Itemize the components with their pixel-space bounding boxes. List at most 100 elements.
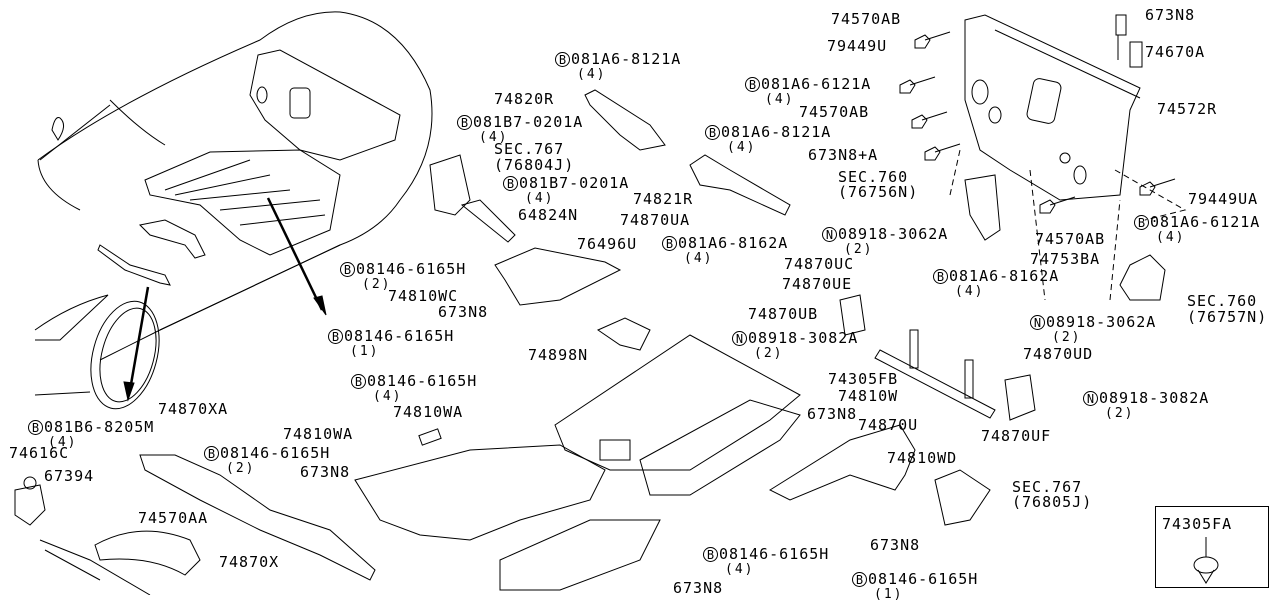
part-label[interactable]: 74570AB [1035,230,1106,248]
bracket-64824N [460,199,516,243]
part-number: 08918-3062A [838,225,949,243]
mount-67394 [14,484,46,526]
part-label[interactable]: 74821R [633,190,694,208]
part-label[interactable]: 74305FA [1162,515,1233,533]
b-prefix-icon: B [933,269,948,284]
part-label[interactable]: 74810W [838,387,899,405]
quantity: (2) [1105,406,1135,421]
quantity: (2) [362,277,392,292]
part-label[interactable]: 79449U [827,37,888,55]
quantity: (2) [754,346,784,361]
part-label[interactable]: 74870UF [981,427,1052,445]
b-prefix-icon: B [351,374,366,389]
b-prefix-icon: B [28,420,43,435]
part-label[interactable]: 74810WA [393,403,464,421]
part-label[interactable]: 74572R [1157,100,1218,118]
part-label[interactable]: 673N8 [300,463,351,481]
part-label[interactable]: 74570AB [831,10,902,28]
quantity: (2) [226,461,256,476]
part-label-section[interactable]: SEC.767 [494,140,565,158]
part-label[interactable]: 74870U [858,416,919,434]
part-label[interactable]: 74870X [219,553,280,571]
part-label[interactable]: 74898N [528,346,589,364]
part-label[interactable]: 673N8+A [808,146,879,164]
part-label[interactable]: 74870UA [620,211,691,229]
quantity: (4) [765,92,795,107]
part-label[interactable]: 79449UA [1188,190,1259,208]
part-label[interactable]: 74870UB [748,305,819,323]
arrow-line [266,197,324,311]
part-label[interactable]: 74810WC [388,287,459,305]
part-label[interactable]: 67394 [44,467,95,485]
bracket-76756N [964,174,1001,241]
part-label[interactable]: 74870UE [782,275,853,293]
part-label[interactable]: 74810WA [283,425,354,443]
part-label[interactable]: 673N8 [807,405,858,423]
cover-74810W [554,334,801,471]
part-label[interactable]: 76496U [577,235,638,253]
part-label[interactable]: 673N8 [870,536,921,554]
part-label[interactable]: 74810WD [887,449,958,467]
part-label-section[interactable]: SEC.760 [838,168,909,186]
cover-74810WC [494,247,622,306]
inset-box-74305FA: 74305FA [1155,506,1269,588]
part-number: 081B7-0201A [473,113,584,131]
quantity: (2) [1052,330,1082,345]
part-label[interactable]: 74753BA [1030,250,1101,268]
part-label-section[interactable]: SEC.767 [1012,478,1083,496]
clip-icon [1193,537,1219,584]
part-label[interactable]: 74870UC [784,255,855,273]
part-label[interactable]: 673N8 [1145,6,1196,24]
b-prefix-icon: B [204,446,219,461]
quantity: (2) [844,242,874,257]
part-label-section-sub: (76804J) [494,156,575,174]
part-label[interactable]: 74670A [1145,43,1206,61]
cover-74810WD [768,424,916,501]
part-number: 081A6-8162A [678,234,789,252]
part-label[interactable]: 74616C [9,444,70,462]
part-label[interactable]: 673N8 [438,303,489,321]
part-label[interactable]: 74305FB [828,370,899,388]
quantity: (4) [725,562,755,577]
part-number: 08146-6165H [367,372,478,390]
part-label-section[interactable]: SEC.760 [1187,292,1258,310]
part-number: 08146-6165H [719,545,830,563]
crossmember-74870X [94,530,201,576]
bushing-74616C [23,476,37,490]
quantity: (4) [48,435,78,450]
part-number: 081B6-8205M [44,418,155,436]
n-prefix-icon: N [732,331,747,346]
part-label[interactable]: 74570AA [138,509,209,527]
part-label[interactable]: 673N8 [673,579,724,597]
quantity: (4) [577,67,607,82]
part-label[interactable]: 74820R [494,90,555,108]
part-number: 08918-3082A [748,329,859,347]
part-label[interactable]: 74870XA [158,400,229,418]
bracket-76804J [429,154,471,216]
part-label[interactable]: 64824N [518,206,579,224]
part-number: 08146-6165H [344,327,455,345]
part-label-section-sub: (76757N) [1187,308,1268,326]
part-label[interactable]: 74870UD [1023,345,1094,363]
part-label[interactable]: 74570AB [799,103,870,121]
bracket-76757N [1119,254,1166,301]
